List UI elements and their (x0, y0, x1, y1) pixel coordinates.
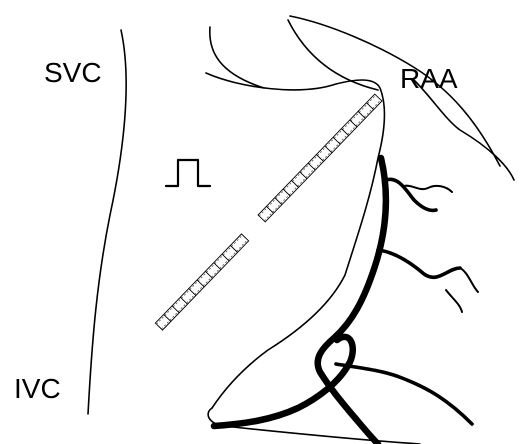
aorta-outline-left (210, 27, 264, 88)
atrial-flap-outline (206, 73, 384, 408)
coronary-artery-loop (214, 337, 353, 426)
ivc-label: IVC (14, 373, 61, 404)
suture-line-upper (258, 94, 382, 222)
branch-lower-twig (446, 290, 462, 312)
branch-middle-twig (460, 268, 478, 292)
branch-upper (386, 179, 436, 210)
svc-label: SVC (44, 57, 102, 88)
branch-upper-twig (404, 186, 452, 192)
suture-line-lower (155, 234, 248, 330)
square-pulse-icon (166, 160, 210, 186)
aorta-outline-right (290, 16, 500, 166)
lower-contour (214, 425, 420, 444)
branch-middle (378, 250, 460, 277)
atrial-flap-lower-edge (208, 408, 216, 424)
